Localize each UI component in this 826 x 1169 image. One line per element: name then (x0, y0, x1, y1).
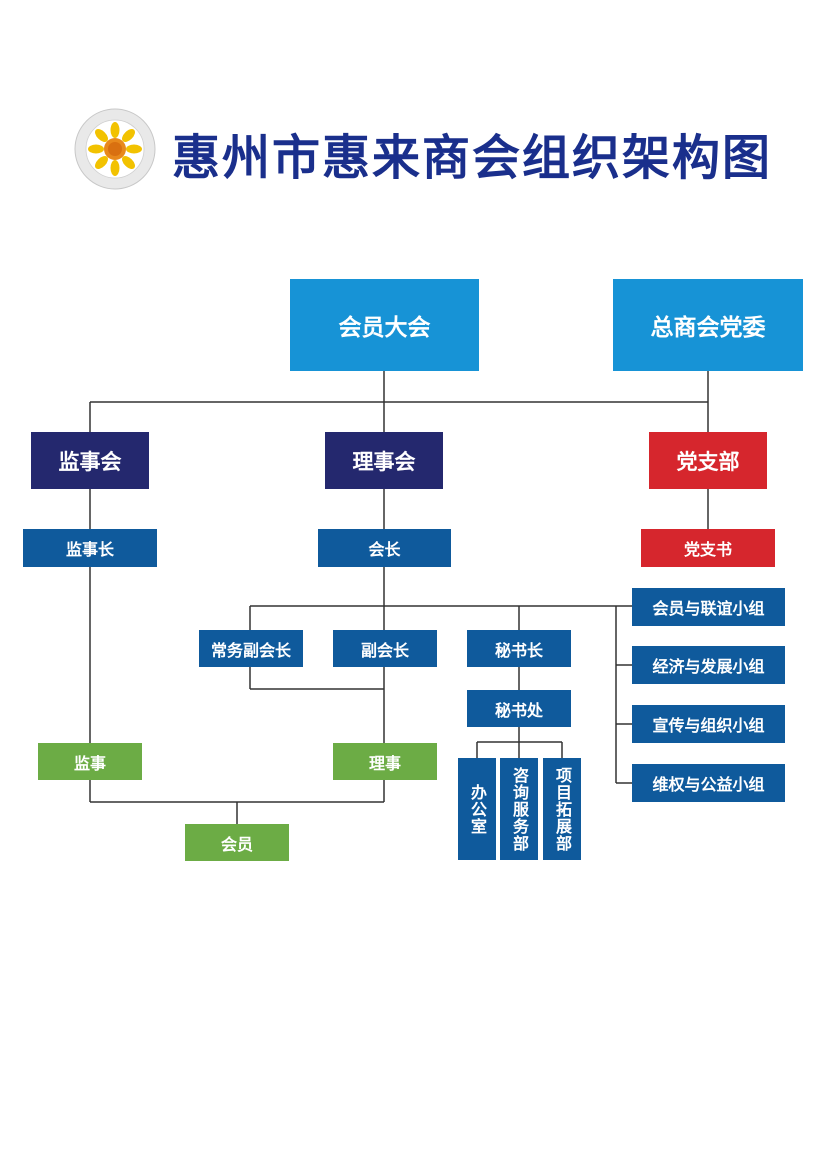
member-box: 会员 (185, 824, 289, 861)
supervisor-box: 监事 (38, 743, 142, 780)
chief-supervisor-box: 监事长 (23, 529, 157, 567)
secretary-general-box: 秘书长 (467, 630, 571, 667)
department-projects-box: 项目拓展部 (543, 758, 581, 860)
chamber-logo (74, 108, 156, 190)
department-consulting-box: 咨询服务部 (500, 758, 538, 860)
general-assembly-box: 会员大会 (290, 279, 479, 371)
vice-president-box: 副会长 (333, 630, 437, 667)
party-committee-box: 总商会党委 (613, 279, 803, 371)
supervisory-board-box: 监事会 (31, 432, 149, 489)
party-branch-box: 党支部 (649, 432, 767, 489)
page-title: 惠州市惠来商会组织架构图 (172, 130, 773, 186)
department-office-box: 办公室 (458, 758, 496, 860)
group-box: 经济与发展小组 (632, 646, 785, 684)
secretariat-box: 秘书处 (467, 690, 571, 727)
group-box: 宣传与组织小组 (632, 705, 785, 743)
director-box: 理事 (333, 743, 437, 780)
president-box: 会长 (318, 529, 451, 567)
group-box: 会员与联谊小组 (632, 588, 785, 626)
group-box: 维权与公益小组 (632, 764, 785, 802)
executive-vice-president-box: 常务副会长 (199, 630, 303, 667)
council-box: 理事会 (325, 432, 443, 489)
party-secretary-box: 党支书 (641, 529, 775, 567)
